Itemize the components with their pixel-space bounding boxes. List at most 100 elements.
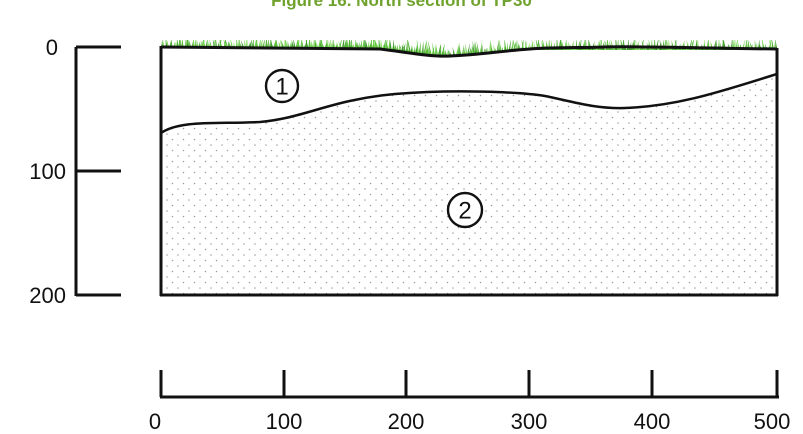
- grass-blade: [326, 40, 330, 48]
- grass-blade: [360, 40, 363, 48]
- grass-blade: [300, 40, 303, 48]
- depth-label-0: 0: [46, 35, 58, 60]
- grass-blade: [354, 40, 357, 48]
- grass-blade: [472, 40, 475, 55]
- grass-blade: [441, 43, 445, 56]
- grass-blade: [240, 40, 245, 48]
- grass-blade: [498, 40, 503, 53]
- figure-title: Figure 16. North section of TP30: [271, 0, 532, 10]
- grass-blade: [388, 40, 391, 50]
- grass-blade: [455, 43, 460, 57]
- grass-blade: [372, 40, 376, 48]
- grass-blade: [356, 41, 360, 48]
- grass-blade: [677, 43, 681, 50]
- grass-blade: [352, 42, 355, 48]
- grass-blade: [474, 40, 479, 55]
- grass-blade: [457, 46, 459, 57]
- layer-2-label: 2: [446, 191, 484, 229]
- grass-blade: [258, 40, 261, 48]
- grass-blade: [401, 43, 404, 51]
- grass-blade: [380, 40, 383, 49]
- grass-blade: [280, 40, 285, 48]
- distance-label-400: 400: [634, 409, 671, 434]
- grass-blade: [247, 41, 251, 48]
- grass-blade: [751, 44, 755, 50]
- grass-blade: [474, 41, 477, 55]
- grass-blade: [301, 40, 304, 48]
- grass-blade: [517, 40, 520, 51]
- grass-blade: [275, 40, 279, 48]
- grass-blade: [389, 40, 392, 50]
- grass-blade: [330, 40, 333, 48]
- grass-blade: [452, 46, 456, 57]
- grass-blade: [313, 40, 315, 48]
- grass-blade: [348, 40, 351, 48]
- grass-blade: [285, 40, 288, 48]
- grass-blade: [311, 41, 314, 48]
- grass-blade: [367, 40, 370, 48]
- grass-blade: [249, 40, 253, 48]
- grass-blade: [489, 40, 491, 54]
- grass-blade: [411, 46, 415, 53]
- grass-blade: [402, 44, 407, 52]
- grass-blade: [260, 40, 263, 48]
- grass-blade: [497, 40, 501, 53]
- grass-blade: [308, 40, 311, 48]
- grass-blade: [394, 44, 397, 50]
- grass-blade: [320, 40, 325, 48]
- grass-blade: [513, 40, 517, 52]
- grass-blade: [458, 46, 463, 56]
- grass-blade: [273, 40, 276, 48]
- grass-blade: [413, 46, 416, 53]
- grass-blade: [468, 46, 472, 56]
- grass-blade: [503, 41, 506, 53]
- grass-blade: [290, 42, 293, 48]
- grass-blade: [402, 42, 406, 51]
- grass-blade: [343, 40, 347, 48]
- grass-blade: [375, 40, 379, 48]
- grass-blade: [314, 40, 317, 48]
- grass-blade: [277, 40, 282, 48]
- grass-blade: [461, 44, 464, 56]
- grass-blade: [225, 40, 229, 48]
- grass-blade: [511, 40, 514, 52]
- grass-blade: [341, 40, 345, 48]
- grass-blade: [333, 43, 336, 48]
- grass-blade: [316, 41, 319, 48]
- grass-blade: [602, 40, 607, 50]
- grass-blade: [265, 40, 269, 48]
- grass-blade: [284, 40, 287, 48]
- grass-blade: [297, 42, 301, 48]
- grass-blade: [245, 40, 248, 48]
- ground-surface-line: [160, 45, 778, 58]
- grass-blade: [485, 48, 488, 54]
- grass-blade: [223, 40, 227, 48]
- distance-label-300: 300: [511, 409, 548, 434]
- grass-blade: [426, 41, 429, 55]
- grass-blade: [335, 43, 338, 48]
- svg-text:1: 1: [275, 74, 288, 101]
- grass-blade: [420, 47, 423, 54]
- grass-blade: [393, 40, 395, 50]
- distance-label-100: 100: [266, 409, 303, 434]
- grass-blade: [416, 40, 419, 53]
- grass-blade: [370, 40, 373, 48]
- grass-blade: [671, 40, 675, 50]
- grass-blade: [230, 40, 234, 48]
- grass-blade: [293, 40, 296, 48]
- grass-blade: [396, 44, 399, 51]
- grass-blade: [228, 41, 232, 48]
- grass-blade: [727, 42, 731, 50]
- grass-blade: [427, 40, 432, 55]
- grass-blade: [291, 40, 295, 48]
- grass-blade: [512, 40, 517, 52]
- grass-blade: [378, 40, 381, 48]
- grass-blade: [436, 44, 439, 56]
- grass-blade: [465, 47, 467, 56]
- grass-blade: [439, 43, 442, 56]
- grass-blade: [397, 45, 402, 51]
- grass-blade: [437, 43, 441, 56]
- grass-blade: [295, 40, 299, 48]
- grass-blade: [319, 40, 322, 48]
